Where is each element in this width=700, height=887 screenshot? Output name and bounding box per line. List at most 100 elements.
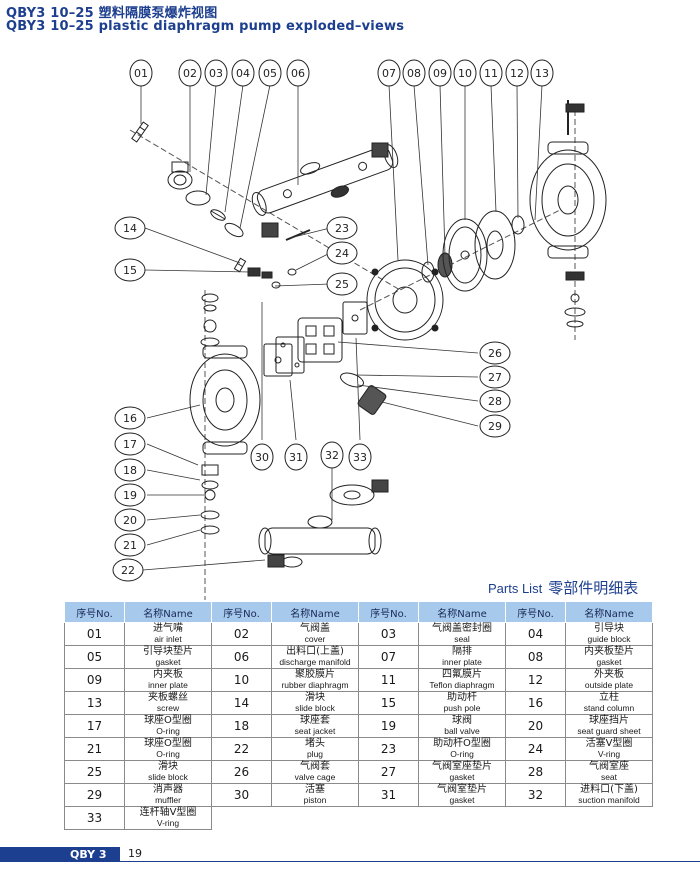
part-name-en: gasket bbox=[449, 795, 475, 805]
part-name-en: O-ring bbox=[156, 726, 180, 736]
callout-oval bbox=[326, 216, 358, 240]
callout-18: 18 bbox=[114, 458, 146, 482]
part-name-en: Teflon diaphragm bbox=[429, 680, 495, 690]
callout-label: 05 bbox=[263, 67, 277, 80]
callout-label: 24 bbox=[335, 247, 349, 260]
callout-label: 13 bbox=[535, 67, 549, 80]
part-name-cn: 四氟膜片 bbox=[442, 669, 482, 680]
part-name-en: guide block bbox=[587, 634, 631, 644]
empty-cell bbox=[419, 807, 506, 830]
callout-label: 23 bbox=[335, 222, 349, 235]
part-name-en: inner plate bbox=[148, 680, 188, 690]
header-cell: 序号No. bbox=[358, 601, 419, 623]
callout-oval bbox=[402, 59, 426, 87]
part-number: 12 bbox=[505, 668, 566, 692]
callout-label: 27 bbox=[488, 371, 502, 384]
part-name-en: piston bbox=[303, 795, 327, 805]
part-name-en: seat guard sheet bbox=[577, 726, 641, 736]
callout-01: 01 bbox=[129, 59, 153, 87]
part-name-cn: 连杆轴V型圈 bbox=[139, 807, 197, 818]
part-name-cn: 隔排 bbox=[452, 646, 472, 657]
part-name-cn: 气阀室座 bbox=[589, 761, 629, 772]
part-name-cn: 气阀盖 bbox=[300, 623, 330, 634]
callout-oval bbox=[258, 59, 282, 87]
callout-16: 16 bbox=[114, 406, 146, 430]
part-name-cn: 引导块 bbox=[594, 623, 624, 634]
callout-label: 31 bbox=[289, 451, 303, 464]
callout-06: 06 bbox=[286, 59, 310, 87]
part-number: 10 bbox=[211, 668, 272, 692]
page-number: 19 bbox=[128, 847, 142, 860]
callout-oval bbox=[320, 441, 344, 469]
part-name-cn: 进料口(下盖) bbox=[580, 784, 638, 795]
part-number: 33 bbox=[64, 806, 125, 830]
part-number: 31 bbox=[358, 783, 419, 807]
part-name-cn: 出料口(上盖) bbox=[286, 646, 344, 657]
callout-07: 07 bbox=[377, 59, 401, 87]
part-number: 20 bbox=[505, 714, 566, 738]
part-number: 22 bbox=[211, 737, 272, 761]
part-number: 03 bbox=[358, 622, 419, 646]
callout-25: 25 bbox=[326, 272, 358, 296]
part-name-en: gasket bbox=[155, 657, 181, 667]
callout-21: 21 bbox=[114, 533, 146, 557]
callout-30: 30 bbox=[250, 443, 274, 471]
callout-oval bbox=[479, 414, 511, 438]
part-name: 出料口(上盖)discharge manifold bbox=[271, 645, 359, 669]
part-number: 32 bbox=[505, 783, 566, 807]
empty-cell bbox=[359, 807, 419, 830]
callout-oval bbox=[326, 241, 358, 265]
callout-oval bbox=[530, 59, 554, 87]
part-name-en: slide block bbox=[295, 703, 335, 713]
part-number: 04 bbox=[505, 622, 566, 646]
callout-oval bbox=[114, 533, 146, 557]
part-name-en: screw bbox=[156, 703, 180, 713]
page-footer: QBY 3 19 bbox=[0, 847, 700, 863]
part-name-en: push pole bbox=[443, 703, 481, 713]
part-name-en: cover bbox=[304, 634, 326, 644]
part-name-en: muffler bbox=[155, 795, 181, 805]
part-number: 06 bbox=[211, 645, 272, 669]
empty-cell bbox=[566, 807, 653, 830]
part-number: 19 bbox=[358, 714, 419, 738]
part-name-en: plug bbox=[306, 749, 324, 759]
callout-label: 03 bbox=[209, 67, 223, 80]
callout-33: 33 bbox=[348, 443, 372, 471]
callout-oval bbox=[112, 558, 144, 582]
callout-label: 21 bbox=[123, 539, 137, 552]
part-name-en: suction manifold bbox=[578, 795, 640, 805]
part-name-cn: 气阀套 bbox=[300, 761, 330, 772]
callout-label: 09 bbox=[433, 67, 447, 80]
callout-12: 12 bbox=[505, 59, 529, 87]
callout-oval bbox=[231, 59, 255, 87]
part-number: 13 bbox=[64, 691, 125, 715]
exploded-view-drawing: 0102030405060708091011121314151617181920… bbox=[112, 59, 607, 600]
callout-label: 22 bbox=[121, 564, 135, 577]
callout-label: 20 bbox=[123, 514, 137, 527]
empty-cell bbox=[506, 807, 566, 830]
callout-oval bbox=[114, 483, 146, 507]
empty-cell bbox=[212, 807, 272, 830]
part-name-cn: 活塞 bbox=[305, 784, 325, 795]
part-number: 29 bbox=[64, 783, 125, 807]
part-number: 07 bbox=[358, 645, 419, 669]
callout-label: 08 bbox=[407, 67, 421, 80]
part-name-cn: 夹板螺丝 bbox=[148, 692, 188, 703]
